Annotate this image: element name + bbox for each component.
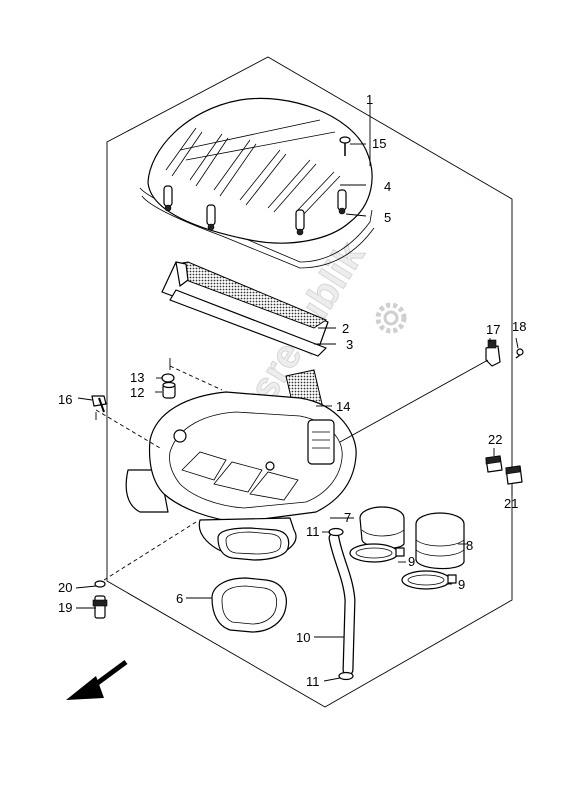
- callout-3: 3: [346, 337, 353, 352]
- callout-14: 14: [336, 399, 350, 414]
- callout-6: 6: [176, 591, 183, 606]
- callout-9-upper: 9: [408, 554, 415, 569]
- callout-9-lower: 9: [458, 577, 465, 592]
- callout-2: 2: [342, 321, 349, 336]
- callout-5: 5: [384, 210, 391, 225]
- intake-air-temperature-sensor: [485, 339, 501, 367]
- intake-duct-right: [415, 512, 465, 570]
- front-direction-arrow-icon: [66, 659, 128, 700]
- air-filter-element: [161, 261, 329, 357]
- callout-12: 12: [130, 385, 144, 400]
- seal-ring: [161, 373, 175, 383]
- callout-7: 7: [344, 510, 351, 525]
- callout-labels: 1 2 3 4 5 6 7 8 9 9 10 11 11 12 13 14 15…: [58, 92, 526, 689]
- callout-21: 21: [504, 496, 518, 511]
- callout-13: 13: [130, 370, 144, 385]
- drain-hose: [328, 532, 356, 676]
- callout-19: 19: [58, 600, 72, 615]
- callout-11-lower: 11: [306, 674, 320, 689]
- callout-11-upper: 11: [306, 524, 320, 539]
- lid-screw: [339, 136, 351, 156]
- callout-1: 1: [366, 92, 373, 107]
- connector-22: [485, 455, 503, 473]
- hose-clamp-left: [349, 543, 405, 563]
- callout-4: 4: [384, 179, 391, 194]
- case-inlet-seal: [217, 527, 290, 561]
- sensor-screw: [515, 348, 524, 359]
- callout-20: 20: [58, 580, 72, 595]
- callout-15: 15: [372, 136, 386, 151]
- collar: [162, 381, 176, 399]
- hose-clamp-right: [401, 570, 457, 590]
- callout-10: 10: [296, 630, 310, 645]
- callout-16: 16: [58, 392, 72, 407]
- leader-lines: [75, 104, 519, 682]
- intake-duct-left: [359, 506, 405, 549]
- connector-21: [505, 465, 523, 485]
- callout-8: 8: [466, 538, 473, 553]
- callout-22: 22: [488, 432, 502, 447]
- seal: [211, 577, 287, 633]
- drain-plug: [92, 580, 108, 619]
- callout-17: 17: [486, 322, 500, 337]
- bolt-16: [91, 395, 107, 413]
- air-cleaner-cap: [139, 97, 375, 269]
- assembly-outline: [106, 56, 513, 708]
- watermark-gear-icon: [375, 302, 407, 334]
- hose-clip-upper: [328, 527, 344, 537]
- callout-18: 18: [512, 319, 526, 334]
- hose-clip-lower: [338, 671, 354, 681]
